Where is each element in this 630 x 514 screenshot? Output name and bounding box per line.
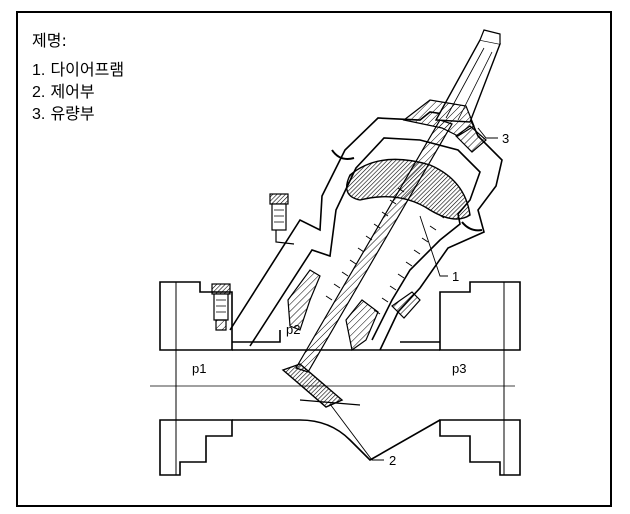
svg-text:1: 1 (452, 269, 459, 284)
spring (325, 187, 445, 315)
valve-disc (281, 363, 361, 408)
cap-housing (402, 99, 475, 137)
pressure-label-p3: p3 (452, 361, 466, 376)
svg-text:2: 2 (389, 453, 396, 468)
diaphragm-edge-left (331, 149, 355, 160)
pilot-fitting-lower (211, 283, 231, 331)
callout-2: 2 (329, 403, 396, 468)
bonnet-housing (229, 111, 503, 351)
valve-stem (295, 29, 501, 373)
valve-body (159, 281, 521, 476)
parts-legend: 제명: 1. 다이어프램 2. 제어부 3. 유량부 (32, 30, 124, 125)
diaphragm-edge-right (461, 221, 483, 232)
legend-item-diaphragm: 1. 다이어프램 (32, 60, 125, 79)
legend-title: 제명: (32, 31, 67, 50)
cap-nut (455, 125, 487, 153)
pressure-label-p2: p2 (286, 322, 300, 337)
callout-3: 3 (477, 127, 509, 146)
callout-1: 1 (419, 215, 459, 284)
pilot-fitting-upper (269, 193, 295, 245)
guide-blocks (287, 269, 421, 352)
legend-item-control: 2. 제어부 (32, 82, 95, 101)
svg-text:3: 3 (502, 131, 509, 146)
legend-item-flow: 3. 유량부 (32, 104, 95, 123)
pressure-label-p1: p1 (192, 361, 206, 376)
